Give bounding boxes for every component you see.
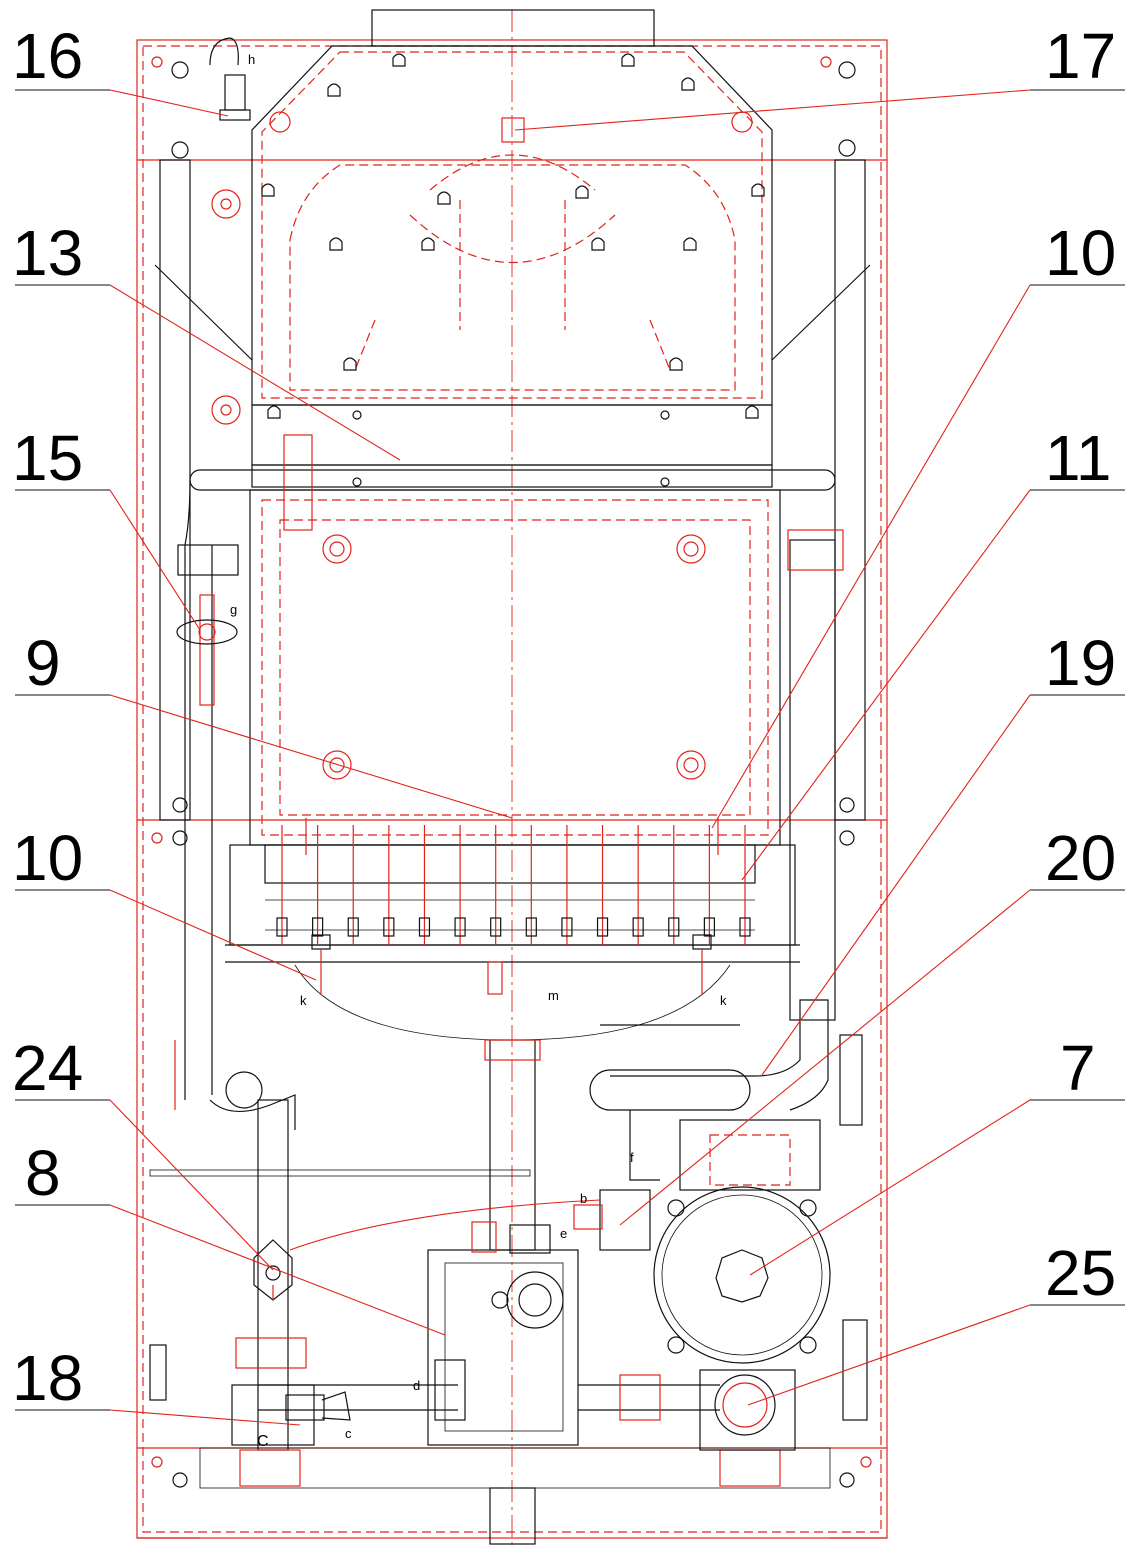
letter-k-right: k bbox=[720, 993, 727, 1008]
flue-sensor bbox=[501, 117, 525, 143]
gas-valve bbox=[427, 1221, 579, 1446]
letter-C-capital: C bbox=[257, 1433, 269, 1450]
burner-nozzle bbox=[596, 917, 609, 937]
burner-nozzle bbox=[668, 917, 680, 937]
letter-c: c bbox=[345, 1426, 352, 1441]
letter-h: h bbox=[248, 52, 255, 67]
burner-nozzle bbox=[383, 917, 395, 937]
burner-nozzle bbox=[347, 917, 359, 937]
callout-10-lower: 10 bbox=[12, 822, 83, 894]
burner-nozzle bbox=[490, 917, 502, 937]
letter-d: d bbox=[413, 1378, 420, 1393]
callout-16: 16 bbox=[12, 20, 83, 92]
burner-nozzle bbox=[454, 917, 466, 937]
burner bbox=[225, 844, 800, 1041]
burner-nozzle bbox=[739, 917, 751, 937]
leader-lines bbox=[15, 89, 1125, 1426]
safety-valve bbox=[231, 1384, 351, 1446]
burner-nozzle bbox=[312, 917, 324, 937]
overheat-thermostat bbox=[176, 594, 238, 706]
callout-17: 17 bbox=[1045, 20, 1116, 92]
exchanger-bolts bbox=[322, 410, 706, 780]
callout-20: 20 bbox=[1045, 822, 1116, 894]
side-brackets bbox=[149, 1034, 868, 1421]
callout-25: 25 bbox=[1045, 1237, 1116, 1309]
letter-k-left: k bbox=[300, 993, 307, 1008]
callout-18: 18 bbox=[12, 1342, 83, 1414]
callout-24: 24 bbox=[12, 1032, 83, 1104]
letter-b: b bbox=[580, 1191, 587, 1206]
circulation-pump bbox=[653, 1119, 831, 1364]
burner-nozzle bbox=[418, 917, 431, 937]
callout-7: 7 bbox=[1060, 1032, 1096, 1104]
burner-nozzle bbox=[561, 917, 573, 937]
callout-19: 19 bbox=[1045, 627, 1116, 699]
callout-15: 15 bbox=[12, 422, 83, 494]
callout-9: 9 bbox=[25, 627, 61, 699]
pipes bbox=[149, 479, 844, 1545]
burner-nozzle bbox=[525, 917, 537, 937]
burner-nozzle bbox=[276, 917, 288, 937]
flue-rivets bbox=[261, 53, 765, 419]
heat-exchanger bbox=[189, 404, 836, 846]
callout-13: 13 bbox=[12, 217, 83, 289]
callout-10-upper: 10 bbox=[1045, 217, 1116, 289]
burner-tubes bbox=[276, 825, 751, 945]
flue-thermostat bbox=[209, 37, 251, 121]
callout-8: 8 bbox=[25, 1137, 61, 1209]
corner-bolts bbox=[151, 56, 872, 1488]
pressure-switch bbox=[573, 1189, 651, 1251]
drain-valve bbox=[619, 1369, 796, 1451]
letter-e: e bbox=[560, 1226, 567, 1241]
burner-nozzle bbox=[703, 917, 715, 937]
flue-hood bbox=[154, 9, 871, 406]
burner-nozzle bbox=[632, 917, 644, 937]
letter-f: f bbox=[630, 1150, 634, 1165]
callout-11: 11 bbox=[1045, 422, 1111, 494]
callout-labels: 16 17 13 10 15 11 9 19 10 20 24 7 8 25 1… bbox=[12, 20, 1116, 1414]
letter-g: g bbox=[230, 602, 237, 617]
flow-switch bbox=[253, 1239, 293, 1301]
electrodes bbox=[305, 818, 719, 995]
letter-m: m bbox=[548, 988, 559, 1003]
letter-markers: h g k k m f b e d c C bbox=[230, 52, 727, 1450]
